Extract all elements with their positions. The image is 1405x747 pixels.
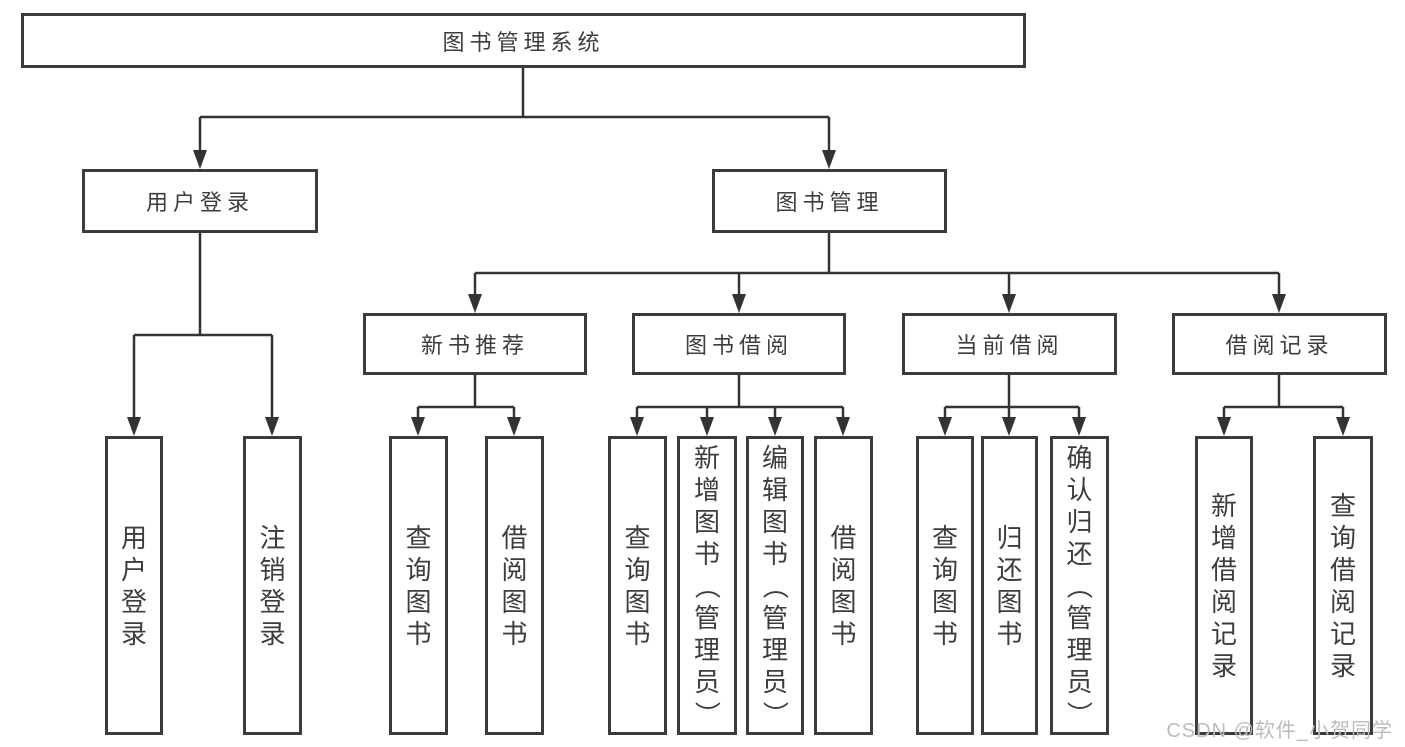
arrowhead-icon [630, 417, 644, 436]
csdn-watermark: CSDN @软件_小贺同学 [1166, 720, 1393, 742]
leaf-label: 借阅图书 [501, 522, 528, 649]
node-borrowing-records: 借阅记录 [1172, 313, 1387, 375]
arrowhead-icon [700, 417, 714, 436]
leaf-label: 借阅图书 [830, 522, 857, 649]
connector-current-children [943, 375, 1081, 418]
leaf-user-login: 用户登录 [105, 436, 163, 735]
arrowhead-icon [127, 417, 141, 436]
connector-borrow-children [635, 375, 845, 418]
node-user-login: 用户登录 [82, 169, 318, 233]
leaf-label: 确认归还（管理员） [1064, 442, 1095, 727]
leaf-confirm-return-admin: 确认归还（管理员） [1050, 436, 1109, 735]
leaf-label: 查询图书 [405, 522, 432, 649]
arrowhead-icon [265, 417, 279, 436]
arrowhead-icon [1217, 417, 1231, 436]
arrowhead-icon [938, 417, 952, 436]
arrowheads [127, 150, 1350, 436]
leaf-label: 新增图书（管理员） [691, 442, 722, 727]
leaf-query-books-borrowing: 查询图书 [608, 436, 667, 735]
leaf-add-books-admin: 新增图书（管理员） [677, 436, 737, 735]
node-book-borrowing: 图书借阅 [632, 313, 846, 375]
leaf-return-books: 归还图书 [981, 436, 1038, 735]
leaf-borrow-books-borrowing: 借阅图书 [814, 436, 873, 735]
arrowhead-icon [732, 294, 746, 313]
leaf-logout: 注销登录 [243, 436, 302, 735]
arrowhead-icon [1272, 294, 1286, 313]
arrowhead-icon [193, 150, 207, 169]
leaf-query-books-current: 查询图书 [916, 436, 974, 735]
arrowhead-icon [822, 150, 836, 169]
arrowhead-icon [1002, 417, 1016, 436]
leaf-edit-books-admin: 编辑图书（管理员） [746, 436, 804, 735]
leaf-label: 新增借阅记录 [1210, 490, 1237, 681]
leaf-query-books-recommend: 查询图书 [389, 436, 448, 735]
leaf-label: 查询图书 [624, 522, 651, 649]
node-library-management-system: 图书管理系统 [21, 13, 1026, 68]
arrowhead-icon [768, 417, 782, 436]
arrowhead-icon [411, 417, 425, 436]
arrowhead-icon [1072, 417, 1086, 436]
arrowhead-icon [468, 294, 482, 313]
leaf-label: 注销登录 [259, 522, 286, 649]
arrowhead-icon [1336, 417, 1350, 436]
leaf-label: 查询借阅记录 [1329, 490, 1356, 681]
leaf-label: 归还图书 [996, 522, 1023, 649]
arrowhead-icon [1002, 294, 1016, 313]
leaf-label: 编辑图书（管理员） [759, 442, 790, 727]
node-new-book-recommend: 新书推荐 [363, 313, 587, 375]
connector-userlogin-children [132, 233, 274, 418]
node-book-management: 图书管理 [712, 169, 947, 233]
connector-recommend-children [416, 375, 516, 418]
connector-root-to-level2 [198, 68, 831, 151]
connector-paths [132, 68, 1345, 418]
leaf-label: 查询图书 [931, 522, 958, 649]
connector-records-children [1222, 375, 1345, 418]
leaf-query-borrow-record: 查询借阅记录 [1313, 436, 1373, 735]
arrowhead-icon [507, 417, 521, 436]
node-current-borrowing: 当前借阅 [902, 313, 1117, 375]
leaf-add-borrow-record: 新增借阅记录 [1195, 436, 1253, 735]
arrowhead-icon [836, 417, 850, 436]
connector-bookmgmt-children [473, 233, 1281, 295]
leaf-label: 用户登录 [120, 522, 147, 649]
leaf-borrow-books-recommend: 借阅图书 [485, 436, 544, 735]
